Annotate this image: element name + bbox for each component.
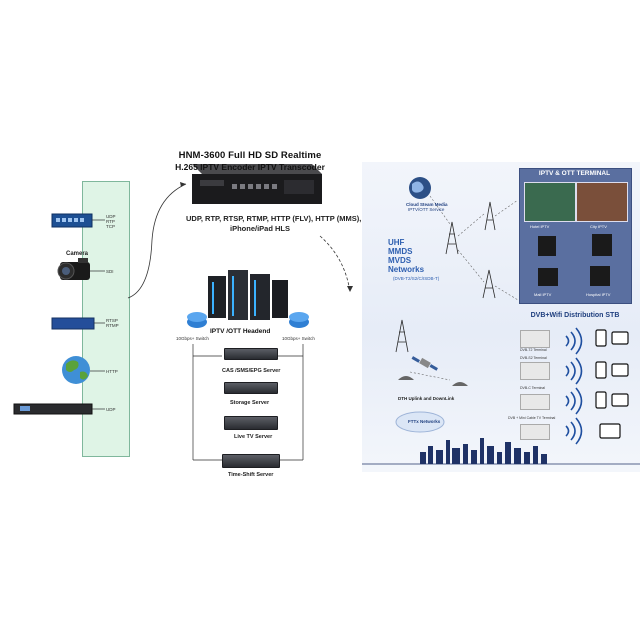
globe-proto: HTTP <box>106 369 118 374</box>
stb-row-1-label: DVB-T2 Terminal <box>520 348 547 352</box>
server-rack-icon <box>208 270 288 320</box>
terminal-item-mall: Mall IPTV <box>534 292 552 297</box>
stb-row-3-label: DVB-C Terminal <box>520 386 546 390</box>
stb-row-4-label: DVB + Mini Cable TV Terminal <box>508 416 556 420</box>
cloud-label-2: IPTV/OTT Service <box>408 207 445 212</box>
mall-building-icon <box>538 268 558 286</box>
camera-label: Camera <box>66 251 89 257</box>
cloud-label-1: Cloud Steam Media <box>406 202 448 207</box>
output-protocols-line1: UDP, RTP, RTSP, RTMP, HTTP (FLV), HTTP (… <box>186 214 362 223</box>
cas-server-icon <box>224 348 278 360</box>
hotel-building-icon <box>538 236 556 256</box>
cloud-globe-icon <box>409 177 431 199</box>
wifi-icon <box>565 327 583 445</box>
dth-label: DTH Uplink and DownLink <box>398 396 455 401</box>
encoder-device-icon <box>192 164 322 204</box>
terminal-title: IPTV & OTT TERMINAL <box>538 170 611 177</box>
network-mmds: MMDS <box>388 247 413 256</box>
switch-proto-rtp: RTP <box>106 219 115 224</box>
globe-icon <box>62 356 90 384</box>
right-switch-icon <box>289 312 309 328</box>
router-proto-rtsp: RTSP <box>106 318 118 323</box>
ftth-cloud-icon <box>395 411 445 433</box>
satellite-dish-icon <box>398 376 468 386</box>
encoder-title-line1: HNM-3600 Full HD SD Realtime <box>178 150 322 161</box>
router-icon <box>51 317 95 330</box>
output-protocols-line2: iPhone/iPad HLS <box>230 224 291 233</box>
receiver-proto: UDP <box>106 407 116 412</box>
terminal-item-hotel: Hotel IPTV <box>530 224 550 229</box>
tablet-icon <box>599 331 629 439</box>
right-switch-label: 10Gbps+ Switch <box>282 336 315 341</box>
city-building-icon <box>592 234 612 256</box>
timeshift-server-icon <box>222 454 280 468</box>
live-tv-server-label: Live TV Server <box>234 434 273 440</box>
switch-proto-tcp: TCP <box>106 224 115 229</box>
timeshift-server-label: Time-Shift Server <box>228 472 274 478</box>
stb-device-icon <box>520 330 550 348</box>
terminal-item-city: City IPTV <box>590 224 607 229</box>
live-tv-server-icon <box>224 416 278 430</box>
stb-row-2-label: DVB-S2 Terminal <box>520 356 547 360</box>
switch-proto-udp: UDP <box>106 214 116 219</box>
network-uhf: UHF <box>388 238 405 247</box>
cas-server-label: CAS /SMS/EPG Server <box>222 368 281 374</box>
network-standards: (DVB-T2/S2/C/ISDB-T) <box>393 276 440 281</box>
left-switch-label: 10Gbps+ Switch <box>176 336 209 341</box>
headend-title: IPTV /OTT Headend <box>210 328 271 335</box>
storage-server-icon <box>224 382 278 394</box>
stb-device-icon <box>520 394 550 410</box>
ftth-label: FTTx Networks <box>408 419 441 424</box>
network-networks: Networks <box>388 265 425 274</box>
city-skyline-icon <box>420 438 547 464</box>
left-switch-icon <box>187 312 207 328</box>
stb-device-icon <box>520 424 550 440</box>
phone-icon <box>595 329 607 409</box>
hospital-building-icon <box>590 266 610 286</box>
terminal-item-hospital: Hospital IPTV <box>586 292 611 297</box>
router-proto-rtmp: RTMP <box>106 323 119 328</box>
storage-server-label: Storage Server <box>230 400 270 406</box>
stb-device-icon <box>520 362 550 380</box>
stb-title: DVB+Wifi Distribution STB <box>530 312 620 319</box>
network-mvds: MVDS <box>388 256 412 265</box>
hotel-screen-icon <box>524 182 576 222</box>
camera-icon <box>57 258 90 280</box>
camera-proto: SDI <box>106 269 114 274</box>
satellite-icon <box>411 356 438 371</box>
city-screen-icon <box>576 182 628 222</box>
tower-icon <box>395 201 496 353</box>
encoder-title-line2: H.265 IPTV Encoder IPTV Transcoder <box>175 162 325 172</box>
